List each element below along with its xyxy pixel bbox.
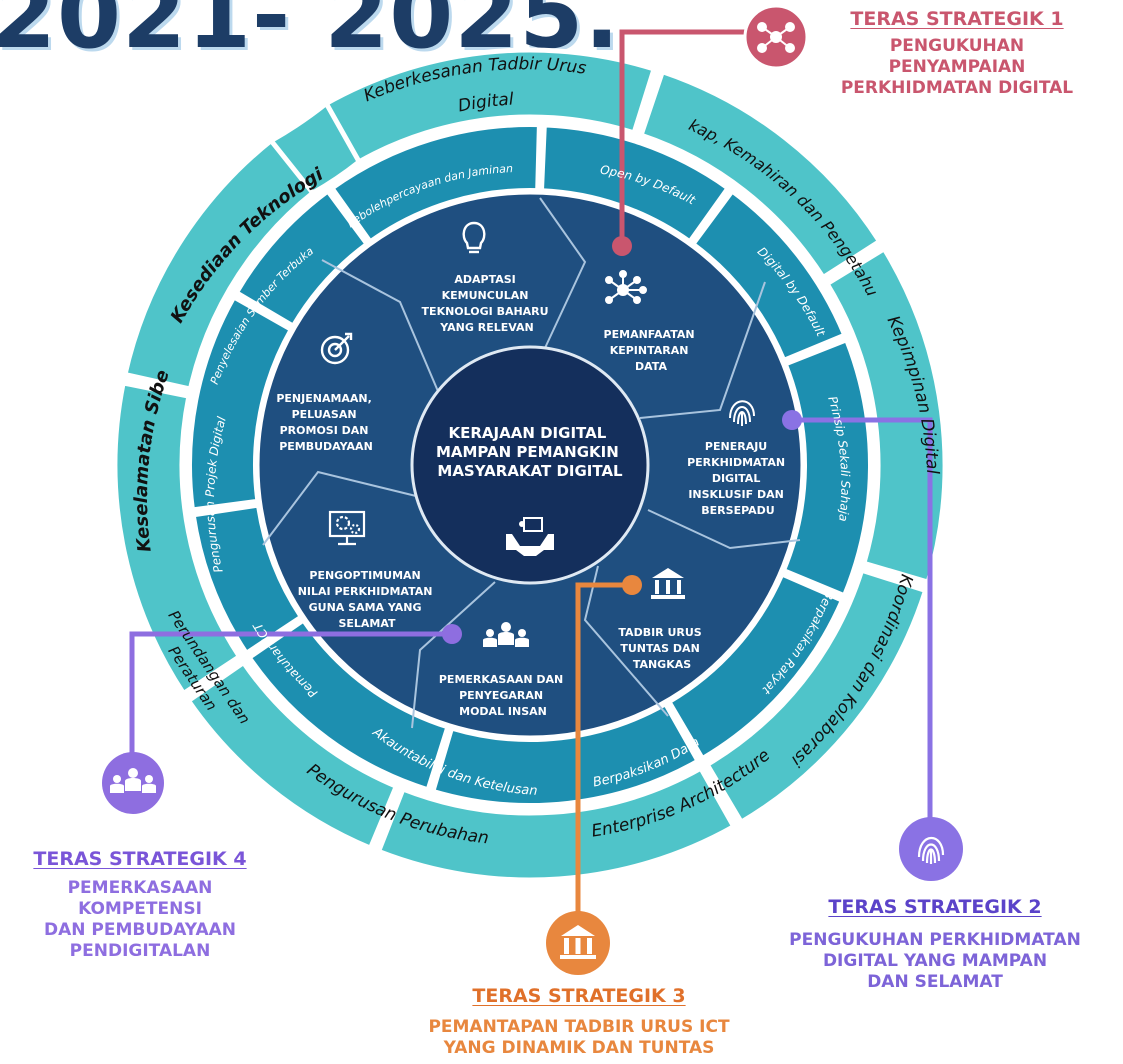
middle-sector-berpaksikan-rakyat xyxy=(666,572,845,761)
teras4-connector xyxy=(129,631,452,758)
inner-label-penjenamaan: PENJENAMAAN, PELUASAN PROMOSI DAN PEMBUD… xyxy=(276,392,375,453)
middle-sector-pematuhan xyxy=(191,503,304,656)
network-icon xyxy=(757,22,795,53)
outer-sector-perundangan xyxy=(112,380,243,697)
outer-label-keselamatan: Keselamatan Siber xyxy=(0,0,174,553)
handshake-presentation-icon xyxy=(506,517,554,556)
teras4-badge xyxy=(102,752,164,814)
inner-label-pemanfaatan: PEMANFAATAN KEPINTARAN DATA xyxy=(604,328,699,373)
fingerprint-icon xyxy=(729,400,755,426)
teras4-heading: TERAS STRATEGIK 4 xyxy=(33,848,247,870)
middle-sector-berpaksikan-data xyxy=(430,701,701,807)
teras3-heading: TERAS STRATEGIK 3 xyxy=(472,985,686,1007)
outer-sector-tadbir-urus xyxy=(274,47,658,193)
inner-divider-5 xyxy=(411,581,496,729)
outer-sector-sikap xyxy=(637,68,884,281)
inner-label-pengoptimuman: PENGOPTIMUMAN NILAI PERKHIDMATAN GUNA SA… xyxy=(298,569,437,630)
teras2-callout: TERAS STRATEGIK 2 PENGUKUHAN PERKHIDMATA… xyxy=(760,896,1110,993)
inner-divider-7 xyxy=(321,259,441,397)
inner-divider-1 xyxy=(539,197,587,349)
institution-icon xyxy=(651,568,685,599)
middle-ring xyxy=(188,123,872,807)
inner-label-tadbir: TADBIR URUS TUNTAS DAN TANGKAS xyxy=(618,626,705,671)
teras1-badge xyxy=(743,4,809,70)
monitor-gear-icon xyxy=(328,510,366,546)
teras3-anchor-dot xyxy=(622,575,642,595)
inner-divider-6 xyxy=(262,470,417,546)
center-title: KERAJAAN DIGITAL MAMPAN PEMANGKIN MASYAR… xyxy=(436,424,624,480)
inner-label-adaptasi: ADAPTASI KEMUNCULAN TEKNOLOGI BAHARU YAN… xyxy=(422,273,553,334)
teras4-anchor-dot xyxy=(442,624,462,644)
team-icon xyxy=(110,768,156,793)
teras2-heading: TERAS STRATEGIK 2 xyxy=(828,896,1042,918)
teras3-badge xyxy=(546,911,610,975)
teras1-connector xyxy=(619,29,750,246)
teras3-callout: TERAS STRATEGIK 3 PEMANTAPAN TADBIR URUS… xyxy=(420,985,738,1059)
inner-divider-3 xyxy=(647,509,801,550)
middle-sector-penyelesaian-sumber xyxy=(234,188,370,329)
inner-divider-2 xyxy=(639,281,766,419)
teras1-anchor-dot xyxy=(612,236,632,256)
middle-sector-digital-by-default xyxy=(690,188,847,363)
team-icon xyxy=(483,622,529,647)
institution-icon xyxy=(560,925,596,959)
teras2-badge xyxy=(899,817,963,881)
outer-sector-koordinasi xyxy=(703,567,929,826)
middle-sector-pengurusan-projek xyxy=(188,294,294,512)
middle-sector-akauntabiliti xyxy=(247,617,450,792)
target-icon xyxy=(320,332,353,365)
center-circle xyxy=(410,345,650,585)
teras1-heading: TERAS STRATEGIK 1 xyxy=(850,8,1064,30)
lightbulb-icon xyxy=(462,221,486,254)
inner-label-pemerkasaan: PEMERKASAAN DAN PENYEGARAN MODAL INSAN xyxy=(439,673,567,718)
middle-sector-kebolehpercayaan xyxy=(329,123,541,244)
teras3-connector xyxy=(575,582,632,918)
outer-sector-perubahan xyxy=(184,659,400,852)
fingerprint-icon xyxy=(917,837,945,864)
inner-label-peneraju: PENERAJU PERKHIDMATAN DIGITAL INSKLUSIF … xyxy=(687,440,789,517)
teras2-anchor-dot xyxy=(782,410,802,430)
outer-sector-teknologi xyxy=(267,99,363,197)
teras2-connector xyxy=(792,417,933,823)
outer-ring xyxy=(112,47,948,883)
network-icon xyxy=(605,270,647,304)
middle-sector-open-by-default xyxy=(539,123,731,244)
outer-sector-enterprise xyxy=(375,764,738,883)
